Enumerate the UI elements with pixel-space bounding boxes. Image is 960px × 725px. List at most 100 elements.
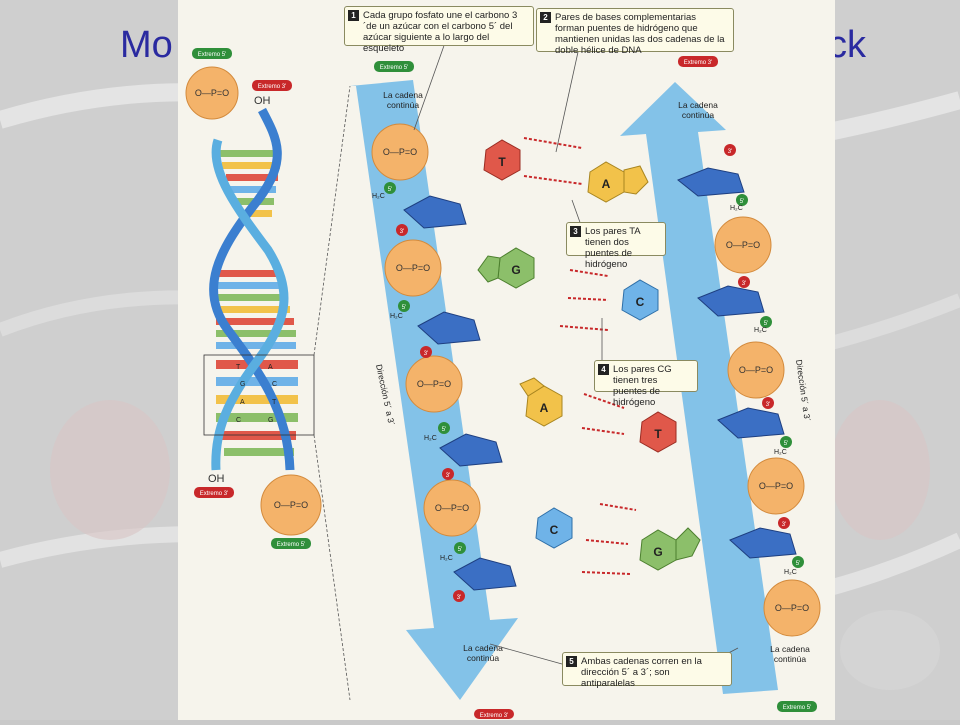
cytosine-base — [621, 279, 659, 321]
helix-pair-letter: G — [268, 417, 273, 424]
deoxyribose-sugar — [697, 285, 765, 317]
hydrogen-bond — [567, 297, 609, 301]
label-extremo5-strand-bottom-text: Extremo 5' — [783, 705, 812, 711]
helix-pair-letter: G — [240, 381, 245, 388]
deoxyribose-sugar — [403, 195, 467, 229]
callout-5-antiparallel: 5 Ambas cadenas corren en la dirección 5… — [562, 652, 732, 689]
base-letter-T: T — [498, 155, 506, 169]
three-prime-marker: 3' — [766, 402, 770, 408]
five-prime-marker: 5' — [796, 561, 800, 567]
phosphate-formula: O—P=O — [759, 481, 793, 491]
helix-pair-letter: C — [236, 417, 241, 424]
phosphate-formula: O—P=O — [383, 147, 417, 157]
base-letter-G: G — [653, 545, 662, 559]
hydrogen-bond — [583, 393, 625, 409]
h2c-label: H₂C — [390, 313, 403, 320]
phosphate-top-formula: O—P=O — [195, 88, 229, 98]
phosphate-top-inset — [185, 66, 239, 120]
callout-number: 4 — [598, 364, 609, 375]
h2c-label: H₂C — [424, 435, 437, 442]
hydrogen-bond — [569, 269, 609, 277]
cytosine-base — [535, 507, 573, 549]
five-prime-marker: 5' — [442, 427, 446, 433]
three-prime-marker: 3' — [742, 281, 746, 287]
callout-text: Los pares CG tienen tres puentes de hidr… — [613, 364, 672, 408]
helix-pair-letter: C — [272, 381, 277, 388]
callout-number: 1 — [348, 10, 359, 21]
label-extremo5-strand — [374, 61, 414, 72]
phosphate-formula: O—P=O — [396, 263, 430, 273]
label-oh-bottom: OH — [208, 473, 225, 485]
five-prime-marker: 5' — [740, 199, 744, 205]
three-prime-marker: 3' — [446, 473, 450, 479]
label-extremo5-top-text: Extremo 5' — [198, 52, 227, 58]
label-extremo5-bottom-right — [271, 538, 311, 549]
callout-number: 5 — [566, 656, 577, 667]
three-prime-marker: 3' — [424, 351, 428, 357]
base-pair-CG-2: C G — [535, 503, 701, 575]
phosphate-formula: O—P=O — [417, 379, 451, 389]
dna-figure: O—P=O Extremo 5' Extremo 3' OH — [178, 0, 835, 720]
helix-pair-letter: A — [240, 399, 245, 406]
cadena-top-right-line2: continúa — [682, 110, 714, 120]
callout-2-base-pairing: 2 Pares de bases complementarias forman … — [536, 8, 734, 56]
five-prime-marker: 5' — [784, 441, 788, 447]
base-letter-A: A — [540, 401, 549, 415]
label-extremo3-bottom-left — [194, 487, 234, 498]
phosphate-formula: O—P=O — [739, 365, 773, 375]
h2c-label: H₂C — [754, 327, 767, 334]
callout-text: Ambas cadenas corren en la dirección 5´ … — [581, 656, 702, 689]
three-prime-marker: 3' — [457, 595, 461, 601]
thymine-base — [483, 139, 521, 181]
label-extremo5-strand-bottom — [777, 701, 817, 712]
hydrogen-bond — [585, 539, 629, 545]
deoxyribose-sugar — [453, 557, 517, 591]
deoxyribose-sugar — [717, 407, 785, 439]
inset-guide-bottom — [313, 434, 351, 701]
deoxyribose-sugar — [729, 527, 797, 559]
label-extremo3-top-text: Extremo 3' — [258, 84, 287, 90]
label-extremo3-strand — [678, 56, 718, 67]
phosphate-group — [384, 239, 442, 297]
left-backbone: O—P=O O—P=O O—P=O O—P=O 5' 3' 5' 3' 5' 3… — [371, 123, 517, 602]
label-extremo5-top — [192, 48, 232, 59]
phosphate-group — [371, 123, 429, 181]
cadena-top-left-line2: continúa — [387, 100, 419, 110]
phosphate-group — [727, 341, 785, 399]
thymine-base — [639, 411, 677, 453]
cadena-bottom-right-line2: continúa — [774, 654, 806, 664]
helix-backbone-1 — [209, 107, 295, 471]
right-backbone: O—P=O O—P=O O—P=O O—P=O 3' 5' 3' 5' 3' 5… — [677, 144, 821, 637]
double-helix: O—P=O Extremo 5' Extremo 3' OH — [185, 48, 351, 701]
callout-text: Los pares TA tienen dos puentes de hidró… — [585, 226, 641, 270]
phosphate-group — [763, 579, 821, 637]
cadena-top-right-line1: La cadena — [678, 100, 718, 110]
helix-pair-letter: A — [268, 364, 273, 371]
cadena-bottom-left-line2: continúa — [467, 653, 499, 663]
five-prime-marker: 5' — [402, 305, 406, 311]
phosphate-formula: O—P=O — [435, 503, 469, 513]
phosphate-group — [405, 355, 463, 413]
helix-backbone-2 — [211, 138, 289, 471]
h2c-label: H₂C — [784, 569, 797, 576]
callout-3-ta-bonds: 3 Los pares TA tienen dos puentes de hid… — [566, 222, 666, 270]
h2c-label: H₂C — [372, 193, 385, 200]
base-pair-GC-1: G C — [477, 247, 659, 331]
base-letter-C: C — [550, 523, 559, 537]
phosphate-bottom-inset — [260, 474, 322, 536]
callout-number: 2 — [540, 12, 551, 23]
hydrogen-bond — [581, 427, 625, 435]
label-extremo3-strand-text: Extremo 3' — [684, 60, 713, 66]
cadena-bottom-right-line1: La cadena — [770, 644, 810, 654]
cadena-bottom-left-line1: La cadena — [463, 643, 503, 653]
callout-text: Pares de bases complementarias forman pu… — [555, 12, 725, 56]
phosphate-formula: O—P=O — [726, 240, 760, 250]
deoxyribose-sugar — [677, 167, 745, 197]
callout-leaders — [413, 39, 739, 669]
helix-pair-letter: T — [272, 399, 277, 406]
callout-1-phosphate-link: 1 Cada grupo fosfato une el carbono 3´de… — [344, 6, 534, 54]
base-letter-A: A — [602, 177, 611, 191]
base-pair-TA-1: T A — [483, 137, 649, 203]
three-prime-marker: 3' — [400, 229, 404, 235]
helix-pair-letter: T — [236, 364, 241, 371]
